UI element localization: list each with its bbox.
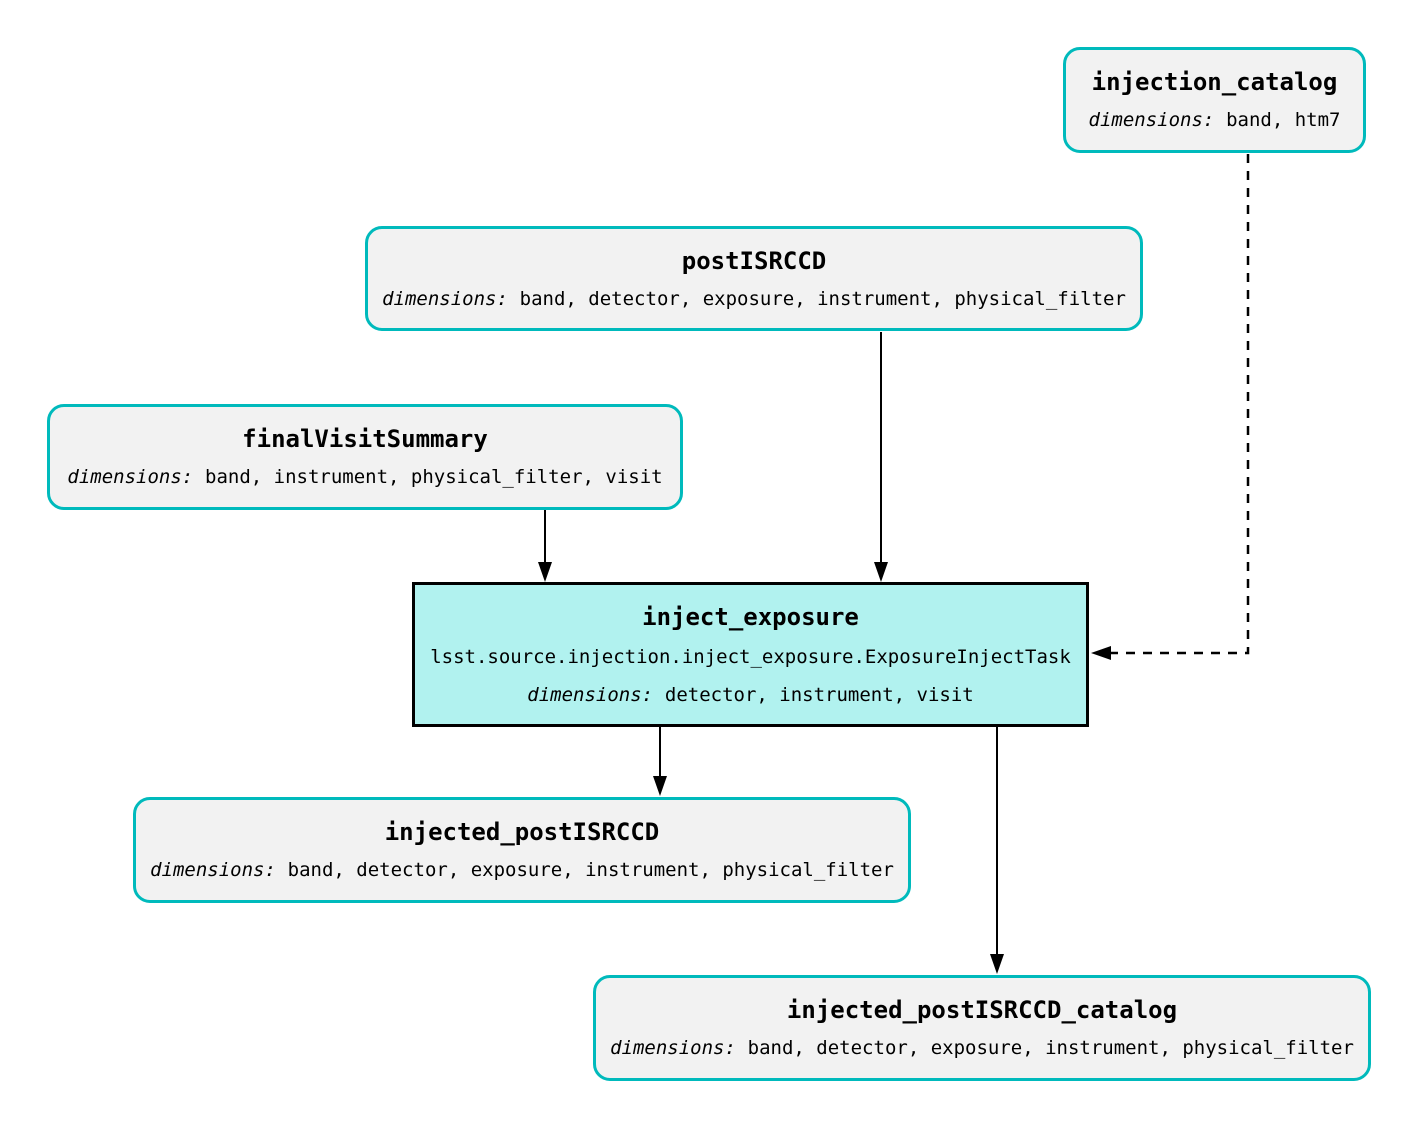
node-dimensions: dimensions: band, instrument, physical_fi… — [67, 468, 662, 487]
node-injected-postISRCCD-catalog: injected_postISRCCD_catalog dimensions: b… — [593, 975, 1371, 1081]
node-title: injected_postISRCCD — [384, 818, 660, 846]
node-inject-exposure-task: inject_exposure lsst.source.injection.in… — [412, 582, 1089, 727]
arrowhead-down-icon — [538, 562, 552, 582]
dimensions-value: band, detector, exposure, instrument, ph… — [519, 287, 1126, 310]
arrowhead-down-icon — [874, 562, 888, 582]
edge-inject_exposure-to-injected_postISRCCD_catalog — [990, 727, 1004, 974]
arrowhead-down-icon — [990, 954, 1004, 974]
node-finalVisitSummary: finalVisitSummary dimensions: band, instr… — [47, 404, 683, 510]
arrowhead-down-icon — [653, 776, 667, 796]
dimensions-label: dimensions: — [1088, 109, 1215, 131]
dimensions-value: band, htm7 — [1226, 109, 1341, 131]
dimensions-value: band, detector, exposure, instrument, ph… — [287, 859, 894, 881]
dimensions-value: detector, instrument, visit — [664, 683, 974, 706]
node-title: finalVisitSummary — [242, 425, 488, 453]
node-injection-catalog: injection_catalog dimensions: band, htm7 — [1063, 47, 1366, 153]
dimensions-label: dimensions: — [527, 683, 654, 706]
dimensions-label: dimensions: — [67, 466, 194, 488]
edge-injection_catalog-to-inject_exposure — [1091, 154, 1250, 660]
dimensions-value: band, detector, exposure, instrument, ph… — [747, 1037, 1354, 1059]
task-class-path: lsst.source.injection.inject_exposure.Ex… — [430, 645, 1071, 668]
arrowhead-left-icon — [1091, 646, 1111, 660]
edge-inject_exposure-to-injected_postISRCCD — [653, 727, 667, 796]
node-postISRCCD: postISRCCD dimensions: band, detector, ex… — [365, 226, 1143, 331]
dimensions-label: dimensions: — [150, 859, 276, 881]
node-dimensions: dimensions: band, detector, exposure, ins… — [610, 1039, 1354, 1058]
node-dimensions: dimensions: band, detector, exposure, ins… — [150, 861, 894, 880]
node-dimensions: dimensions: band, detector, exposure, ins… — [382, 287, 1126, 310]
node-title: postISRCCD — [681, 246, 827, 275]
dimensions-label: dimensions: — [382, 287, 508, 310]
node-dimensions: dimensions: detector, instrument, visit — [527, 683, 974, 706]
node-injected-postISRCCD: injected_postISRCCD dimensions: band, det… — [133, 797, 911, 903]
node-title: inject_exposure — [642, 602, 859, 631]
dimensions-label: dimensions: — [610, 1037, 736, 1059]
dimensions-value: band, instrument, physical_filter, visit — [205, 466, 663, 488]
edge-postISRCCD-to-inject_exposure — [874, 332, 888, 582]
node-dimensions: dimensions: band, htm7 — [1089, 111, 1341, 130]
edge-finalVisitSummary-to-inject_exposure — [538, 510, 552, 582]
node-title: injected_postISRCCD_catalog — [786, 996, 1178, 1024]
node-title: injection_catalog — [1091, 68, 1338, 96]
